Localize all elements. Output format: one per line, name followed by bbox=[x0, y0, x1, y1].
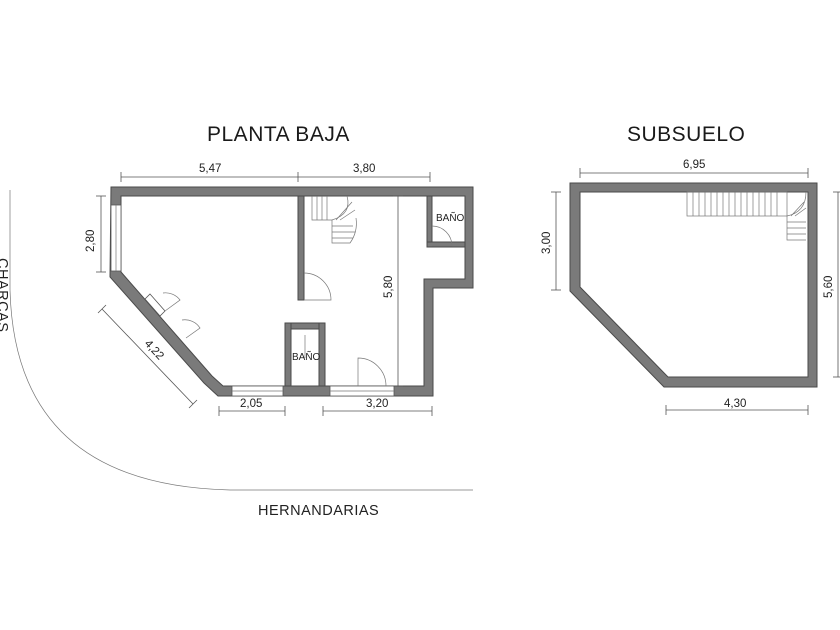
dim-subsuelo-right: 5,60 bbox=[823, 276, 835, 298]
entrance-door-leaf-2 bbox=[181, 319, 201, 339]
subsuelo-walls bbox=[569, 182, 818, 388]
dim-height: 5,80 bbox=[383, 276, 395, 298]
entrance-door-leaf-1 bbox=[162, 292, 181, 312]
plan-title-planta-baja: PLANTA BAJA bbox=[207, 123, 350, 146]
dim-diagonal: 4,22 bbox=[142, 338, 166, 363]
dim-subsuelo-bottom: 4,30 bbox=[724, 398, 746, 410]
bath-top-wall-left bbox=[426, 195, 433, 247]
dim-left: 2,80 bbox=[85, 230, 97, 252]
main-door-swing bbox=[357, 357, 387, 387]
subsuelo-plan bbox=[569, 182, 818, 388]
entrance-door-gap bbox=[144, 293, 166, 317]
bath-top-wall-bottom bbox=[426, 241, 466, 248]
street-name-charcas: CHARCAS bbox=[0, 258, 10, 332]
bath-bottom-wall-left bbox=[284, 322, 292, 387]
room-label-bath-bottom: BAÑO bbox=[292, 350, 321, 363]
dim-top-right: 3,80 bbox=[353, 163, 375, 175]
planta-baja-dimensions bbox=[96, 172, 433, 416]
planta-baja-plan: BAÑO BAÑO bbox=[109, 186, 474, 397]
street-name-hernandarias: HERNANDARIAS bbox=[258, 503, 379, 519]
dim-subsuelo-top: 6,95 bbox=[683, 159, 705, 171]
dim-subsuelo-left: 3,00 bbox=[541, 232, 553, 254]
interior-wall bbox=[297, 195, 305, 301]
dim-bottom-right: 3,20 bbox=[366, 398, 388, 410]
street-curb-line bbox=[9, 190, 473, 491]
bath-top-door-swing bbox=[431, 225, 453, 247]
interior-door-swing bbox=[303, 272, 332, 301]
bath-bottom-wall-right bbox=[318, 322, 326, 387]
room-label-bath-top: BAÑO bbox=[436, 211, 465, 224]
dim-bottom-left: 2,05 bbox=[240, 398, 262, 410]
dim-top-left: 5,47 bbox=[199, 163, 221, 175]
subsuelo-dimensions bbox=[551, 168, 840, 415]
plan-title-subsuelo: SUBSUELO bbox=[627, 123, 745, 146]
staircase-subsuelo bbox=[686, 191, 807, 241]
staircase-planta-baja bbox=[311, 195, 357, 244]
